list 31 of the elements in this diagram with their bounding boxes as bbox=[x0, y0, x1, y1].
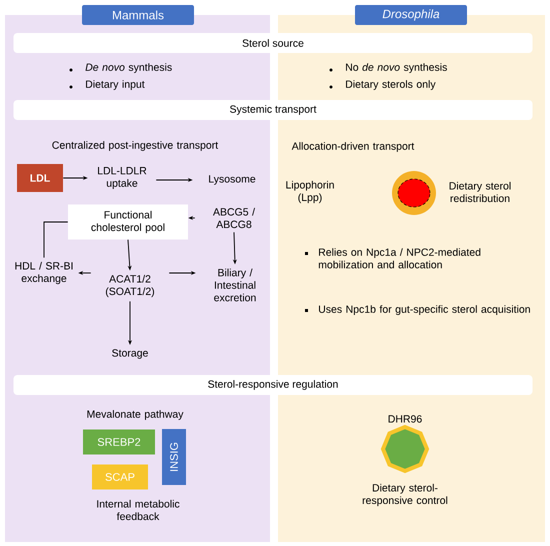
label-text: Lipophorin (Lpp) bbox=[286, 180, 334, 204]
protein-box: SCAP bbox=[92, 464, 148, 490]
arrow bbox=[44, 222, 68, 258]
section-band: Systemic transport bbox=[14, 100, 532, 120]
caption-text: Dietary sterol-responsive control bbox=[362, 484, 448, 506]
label-text: Dietary input bbox=[86, 80, 145, 90]
process-label: Storage bbox=[112, 349, 148, 359]
process-label: LDL-LDLR uptake bbox=[98, 167, 146, 189]
ldl-box: LDL bbox=[17, 164, 63, 192]
protein-box: SREBP2 bbox=[83, 429, 155, 454]
section-band: Sterol-responsive regulation bbox=[14, 375, 532, 395]
label-text: Centralized post-ingestive transport bbox=[52, 141, 218, 151]
label-text: De novo synthesis bbox=[86, 63, 172, 73]
process-label: ABCG5 / ABCG8 bbox=[213, 208, 255, 228]
process-label: Lysosome bbox=[209, 175, 256, 185]
label-text: Dietary sterol redistribution bbox=[450, 182, 510, 202]
pool-box: Functional cholesterol pool bbox=[68, 204, 188, 240]
label-text: Relies on Npc1a / NPC2-mediated mobilization and allocation bbox=[318, 248, 480, 268]
process-label: Biliary / Intestinal excretion bbox=[214, 268, 256, 302]
section-band: Sterol source bbox=[14, 33, 532, 53]
protein-box: INSIG bbox=[162, 428, 186, 485]
label-text: Allocation-driven transport bbox=[292, 142, 414, 152]
label-text: Mevalonate pathway bbox=[87, 410, 184, 420]
label-text: Uses Npc1b for gut-specific sterol acquisition bbox=[319, 305, 530, 315]
label-text: Dietary sterols only bbox=[346, 80, 436, 90]
column-header: Mammals bbox=[82, 5, 194, 25]
column-header: Drosophila bbox=[355, 5, 467, 25]
label-text: No de novo synthesis bbox=[346, 63, 447, 73]
process-label: ACAT1/2 (SOAT1/2) bbox=[106, 274, 154, 298]
process-label: HDL / SR-BI exchange bbox=[15, 262, 72, 284]
label-text: Internal metabolic feedback bbox=[97, 500, 180, 520]
